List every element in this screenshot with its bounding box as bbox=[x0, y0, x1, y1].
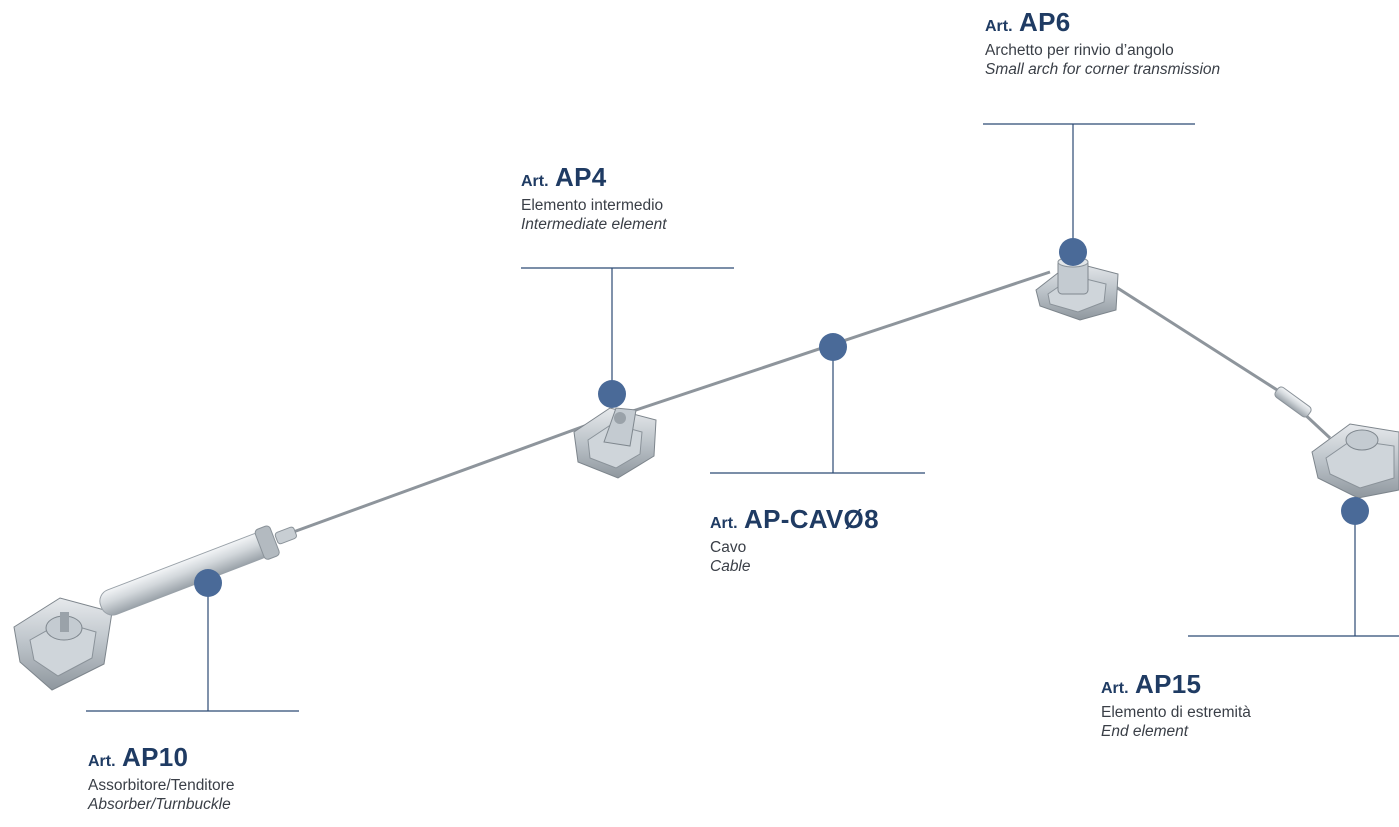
article-prefix: Art. bbox=[985, 18, 1013, 35]
article-prefix: Art. bbox=[88, 753, 116, 770]
article-code: AP6 bbox=[1019, 7, 1071, 37]
article-prefix: Art. bbox=[710, 515, 738, 532]
article-heading: Art. AP4 bbox=[521, 161, 667, 194]
marker-ap10[interactable] bbox=[194, 569, 222, 597]
article-heading: Art. AP6 bbox=[985, 6, 1220, 39]
marker-ap4[interactable] bbox=[598, 380, 626, 408]
label-ap15: Art. AP15 Elemento di estremità End elem… bbox=[1101, 668, 1251, 741]
end-element-device bbox=[1274, 386, 1399, 499]
description-italian: Archetto per rinvio d’angolo bbox=[985, 41, 1174, 59]
article-code: AP10 bbox=[122, 742, 189, 772]
article-prefix: Art. bbox=[521, 173, 549, 190]
leader-ap15 bbox=[1188, 511, 1399, 637]
description-italian: Elemento intermedio bbox=[521, 196, 664, 214]
label-ap6: Art. AP6 Archetto per rinvio d’angolo Sm… bbox=[985, 6, 1220, 79]
absorber-turnbuckle-device bbox=[13, 525, 297, 691]
label-ap4: Art. AP4 Elemento intermedio Intermediat… bbox=[521, 161, 667, 234]
article-code: AP15 bbox=[1135, 669, 1202, 699]
marker-apcav[interactable] bbox=[819, 333, 847, 361]
corner-arch-device bbox=[1035, 256, 1119, 321]
article-prefix: Art. bbox=[1101, 680, 1129, 697]
description-italian: Assorbitore/Tenditore bbox=[88, 776, 235, 794]
description-english: End element bbox=[1101, 722, 1189, 740]
article-heading: Art. AP-CAVØ8 bbox=[710, 503, 879, 536]
article-heading: Art. AP10 bbox=[88, 741, 234, 774]
description-italian: Elemento di estremità bbox=[1101, 703, 1251, 721]
intermediate-element-device bbox=[573, 407, 657, 479]
article-heading: Art. AP15 bbox=[1101, 668, 1251, 701]
marker-ap15[interactable] bbox=[1341, 497, 1369, 525]
article-code: AP-CAVØ8 bbox=[744, 504, 879, 534]
leader-ap6 bbox=[983, 123, 1195, 252]
description-english: Intermediate element bbox=[521, 215, 667, 233]
description-english: Absorber/Turnbuckle bbox=[88, 795, 231, 813]
marker-ap6[interactable] bbox=[1059, 238, 1087, 266]
description-english: Cable bbox=[710, 557, 751, 575]
article-code: AP4 bbox=[555, 162, 607, 192]
label-ap10: Art. AP10 Assorbitore/Tenditore Absorber… bbox=[88, 741, 234, 814]
label-ap-cav: Art. AP-CAVØ8 Cavo Cable bbox=[710, 503, 879, 576]
leader-apcav bbox=[710, 347, 925, 474]
leader-ap10 bbox=[86, 583, 299, 712]
cable bbox=[284, 270, 1332, 537]
description-english: Small arch for corner transmission bbox=[985, 60, 1221, 78]
description-italian: Cavo bbox=[710, 538, 747, 556]
leader-ap4 bbox=[521, 267, 734, 394]
